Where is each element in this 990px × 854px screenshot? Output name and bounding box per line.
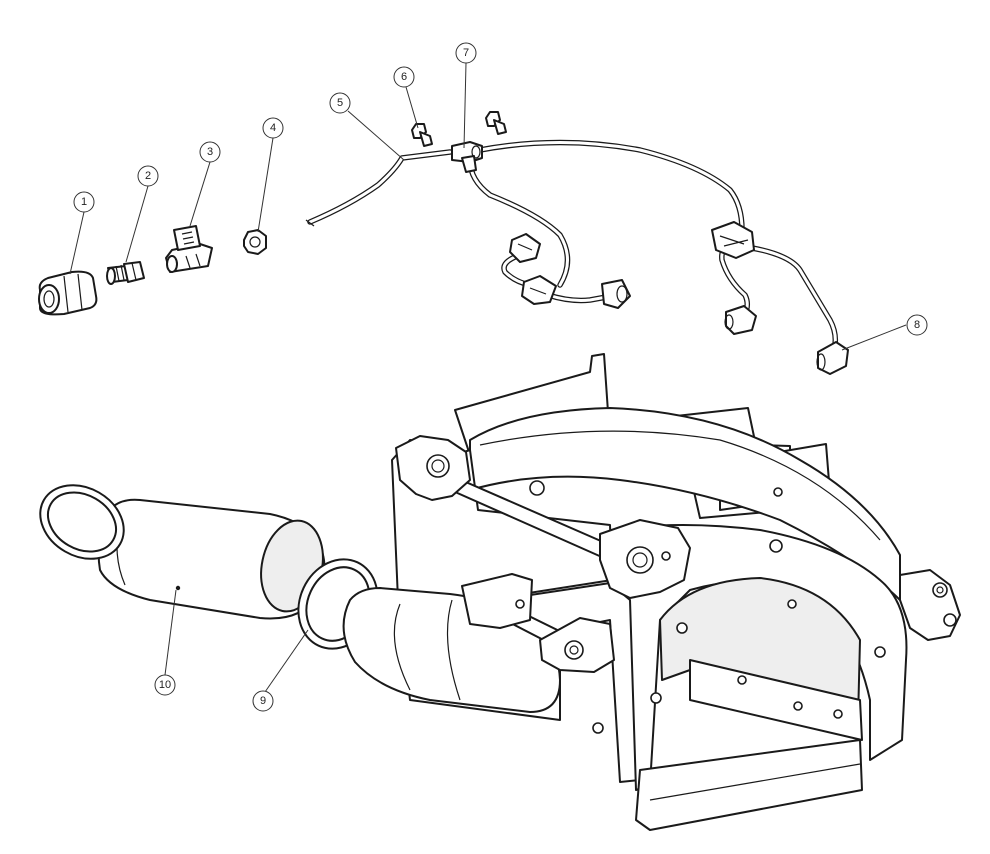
callout-6: 6	[393, 66, 415, 88]
callout-2-label: 2	[145, 170, 151, 182]
part-1-sleeve[interactable]	[38, 270, 98, 316]
callout-4-label: 4	[270, 122, 276, 134]
part-tube-main-run	[467, 139, 839, 353]
part-6-clip[interactable]	[411, 111, 507, 147]
callout-8: 8	[906, 314, 928, 336]
bracket-upper-left	[395, 435, 471, 501]
part-5-tube-assembly[interactable]	[305, 149, 453, 227]
callout-7: 7	[455, 42, 477, 64]
bracket-front	[599, 519, 691, 599]
part-8-elbow-fitting[interactable]	[816, 341, 849, 375]
callout-3: 3	[199, 141, 221, 163]
callout-8-label: 8	[914, 319, 920, 331]
callout-9-label: 9	[260, 695, 266, 707]
hose-connector-right	[711, 221, 757, 335]
callout-6-label: 6	[401, 71, 407, 83]
bracket-lower	[461, 573, 615, 673]
hose-connector-left	[509, 233, 631, 309]
bracket-right-hub	[899, 569, 961, 641]
part-4-nut[interactable]	[243, 229, 267, 255]
callout-10: 10	[154, 674, 176, 696]
callout-9: 9	[252, 690, 274, 712]
callout-4: 4	[262, 117, 284, 139]
leader-lines	[69, 62, 907, 693]
callout-7-label: 7	[463, 47, 469, 59]
callout-5-label: 5	[337, 97, 343, 109]
part-2-fitting[interactable]	[106, 261, 145, 285]
part-10-cylinder[interactable]	[97, 498, 331, 620]
callout-2: 2	[137, 165, 159, 187]
callout-1: 1	[73, 191, 95, 213]
part-7-tee-fitting[interactable]	[451, 141, 483, 173]
part-10-ring	[39, 484, 125, 560]
callout-3-label: 3	[207, 146, 213, 158]
callout-1-label: 1	[81, 196, 87, 208]
part-3-valve[interactable]	[165, 225, 213, 273]
callout-5: 5	[329, 92, 351, 114]
callout-10-label: 10	[159, 679, 171, 691]
